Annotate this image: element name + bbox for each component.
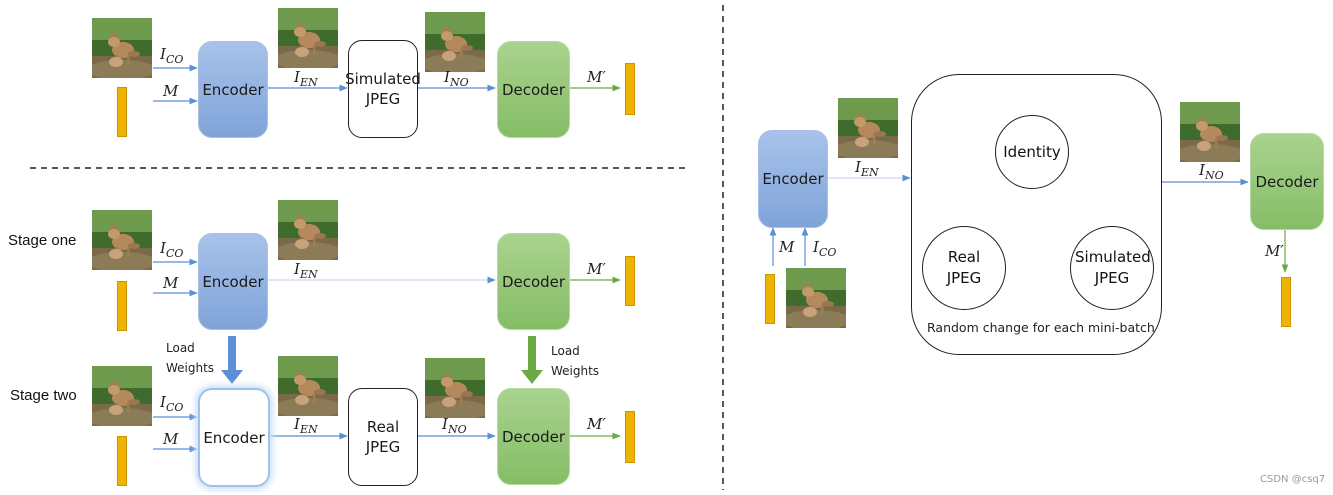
i-co-label-right: ICO <box>813 238 837 259</box>
m-prime-label-right: M′ <box>1265 242 1284 260</box>
message-bar-top <box>117 87 127 137</box>
real-jpeg-node: Real JPEG <box>922 226 1006 310</box>
i-en-label-right: IEN <box>855 158 879 179</box>
decoder-box-stage-two: Decoder <box>497 388 570 485</box>
i-en-label-top: IEN <box>294 68 318 89</box>
i-co-label-top: ICO <box>160 45 184 66</box>
decoder-label: Decoder <box>501 427 566 446</box>
encoder-label: Encoder <box>202 272 264 291</box>
m-label-stage-two: M <box>163 430 179 448</box>
i-no-label-top: INO <box>444 68 469 89</box>
noised-image-right <box>1180 102 1240 162</box>
stage-one-label: Stage one <box>8 232 77 249</box>
noised-image-stage-two <box>425 358 485 418</box>
encoder-label: Encoder <box>202 80 264 99</box>
decoded-message-bar-stage-two <box>625 411 635 463</box>
encoder-label: Encoder <box>203 428 265 447</box>
encoder-box-top: Encoder <box>198 41 268 138</box>
identity-node: Identity <box>995 115 1069 189</box>
i-no-label-right: INO <box>1199 161 1224 182</box>
decoder-box-stage-one: Decoder <box>497 233 570 330</box>
m-label-top: M <box>163 82 179 100</box>
m-prime-label-stage-two: M′ <box>587 415 606 433</box>
simulated-jpeg-box-top: Simulated JPEG <box>345 40 421 138</box>
simulated-jpeg-label: Simulated JPEG <box>345 70 421 108</box>
decoder-label: Decoder <box>501 80 566 99</box>
m-prime-label-stage-one: M′ <box>587 260 606 278</box>
encoded-image-stage-two <box>278 356 338 416</box>
message-bar-stage-two <box>117 436 127 486</box>
i-no-label-stage-two: INO <box>442 415 467 436</box>
random-change-caption: Random change for each mini-batch <box>927 320 1155 335</box>
encoder-box-right: Encoder <box>758 130 828 228</box>
cover-image-top <box>92 18 152 78</box>
encoder-box-stage-one: Encoder <box>198 233 268 330</box>
encoded-image-top <box>278 8 338 68</box>
decoded-message-bar-stage-one <box>625 256 635 306</box>
decoded-message-bar-top <box>625 63 635 115</box>
simulated-jpeg-node: Simulated JPEG <box>1070 226 1154 310</box>
decoder-box-top: Decoder <box>497 41 570 138</box>
cover-image-right <box>786 268 846 328</box>
load-weights-arrow-encoder <box>221 336 243 384</box>
decoder-box-right: Decoder <box>1250 133 1324 230</box>
decoded-message-bar-right <box>1281 277 1291 327</box>
decoder-label: Decoder <box>1255 172 1319 191</box>
message-bar-stage-one <box>117 281 127 331</box>
m-label-right: M <box>779 238 795 256</box>
load-weights-label-left: Load Weights <box>166 341 215 375</box>
m-prime-label-top: M′ <box>587 68 606 86</box>
cover-image-stage-two <box>92 366 152 426</box>
m-label-stage-one: M <box>163 274 179 292</box>
i-en-label-stage-two: IEN <box>294 415 318 436</box>
real-jpeg-label: Real JPEG <box>365 418 401 456</box>
i-co-label-stage-two: ICO <box>160 393 184 414</box>
load-weights-label-right: Load Weights <box>551 344 600 378</box>
encoded-image-stage-one <box>278 200 338 260</box>
encoder-box-stage-two: Encoder <box>198 388 270 487</box>
real-jpeg-box-stage-two: Real JPEG <box>348 388 418 486</box>
i-co-label-stage-one: ICO <box>160 239 184 260</box>
cover-image-stage-one <box>92 210 152 270</box>
stage-two-label: Stage two <box>10 387 77 404</box>
message-bar-right <box>765 274 775 324</box>
load-weights-arrow-decoder <box>521 336 543 384</box>
i-en-label-stage-one: IEN <box>294 260 318 281</box>
watermark: CSDN @csq7 <box>1260 474 1326 485</box>
decoder-label: Decoder <box>501 272 566 291</box>
encoder-label: Encoder <box>762 170 824 188</box>
encoded-image-right <box>838 98 898 158</box>
noised-image-top <box>425 12 485 72</box>
